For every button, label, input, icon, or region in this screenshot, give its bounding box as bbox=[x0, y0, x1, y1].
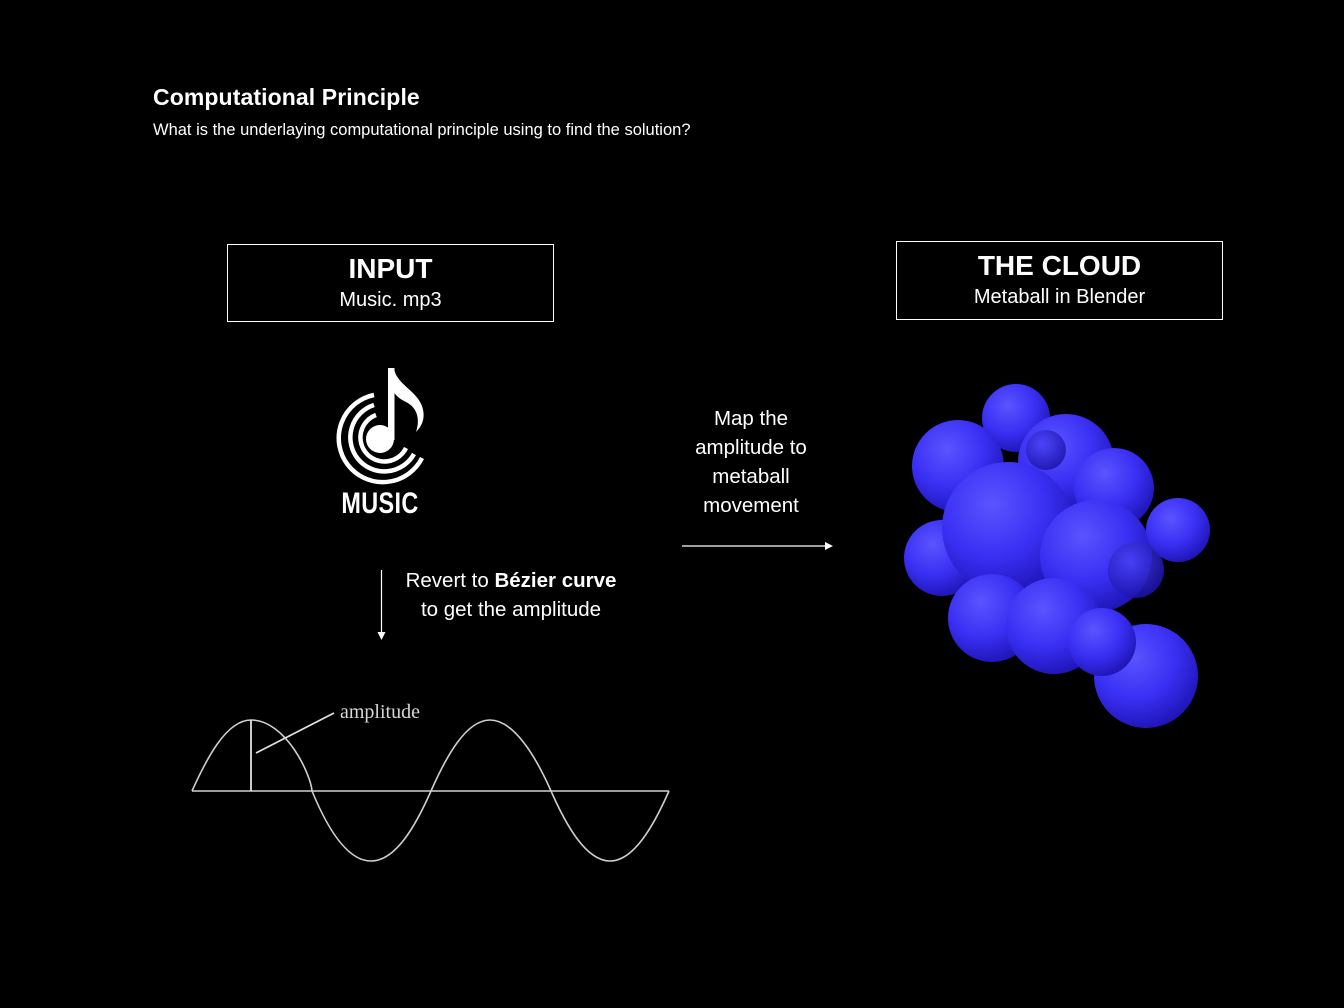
map-step-line: Map the bbox=[713, 407, 789, 430]
map-step-text: Map the amplitude to metaball movement bbox=[668, 404, 834, 520]
bezier-curve-term: Bézier curve bbox=[494, 569, 617, 592]
revert-step-line2: to get the amplitude bbox=[420, 598, 602, 621]
map-step-line: metaball bbox=[712, 465, 790, 488]
input-box-subtitle: Music. mp3 bbox=[339, 289, 442, 311]
amplitude-pointer bbox=[255, 712, 335, 754]
sine-wave bbox=[191, 719, 670, 862]
map-step-line: amplitude to bbox=[695, 436, 807, 459]
cloud-box-title: THE CLOUD bbox=[977, 250, 1142, 281]
input-box: INPUT Music. mp3 bbox=[227, 244, 554, 322]
metaball-shade bbox=[1026, 430, 1066, 470]
input-box-title: INPUT bbox=[348, 253, 433, 284]
arrow-right-icon bbox=[682, 542, 833, 550]
metaball-cloud-render bbox=[904, 384, 1210, 728]
music-label: MUSIC bbox=[341, 487, 419, 520]
sine-wave-diagram bbox=[191, 712, 670, 862]
cloud-box: THE CLOUD Metaball in Blender bbox=[896, 241, 1223, 320]
cloud-box-subtitle: Metaball in Blender bbox=[973, 286, 1146, 308]
music-note-icon bbox=[322, 362, 438, 524]
page-subtitle: What is the underlaying computational pr… bbox=[153, 121, 691, 139]
map-step-line: movement bbox=[703, 494, 799, 517]
amplitude-label: amplitude bbox=[340, 701, 420, 723]
page-title: Computational Principle bbox=[153, 84, 420, 110]
arrow-down-icon bbox=[377, 570, 386, 640]
metaball bbox=[1068, 608, 1136, 676]
metaball bbox=[1146, 498, 1210, 562]
revert-step-text: Revert to Bézier curve to get the amplit… bbox=[384, 566, 638, 624]
revert-step-prefix: Revert to bbox=[405, 569, 495, 592]
revert-step-line1: Revert to Bézier curve bbox=[384, 566, 638, 595]
metaball-shade bbox=[1108, 542, 1164, 598]
